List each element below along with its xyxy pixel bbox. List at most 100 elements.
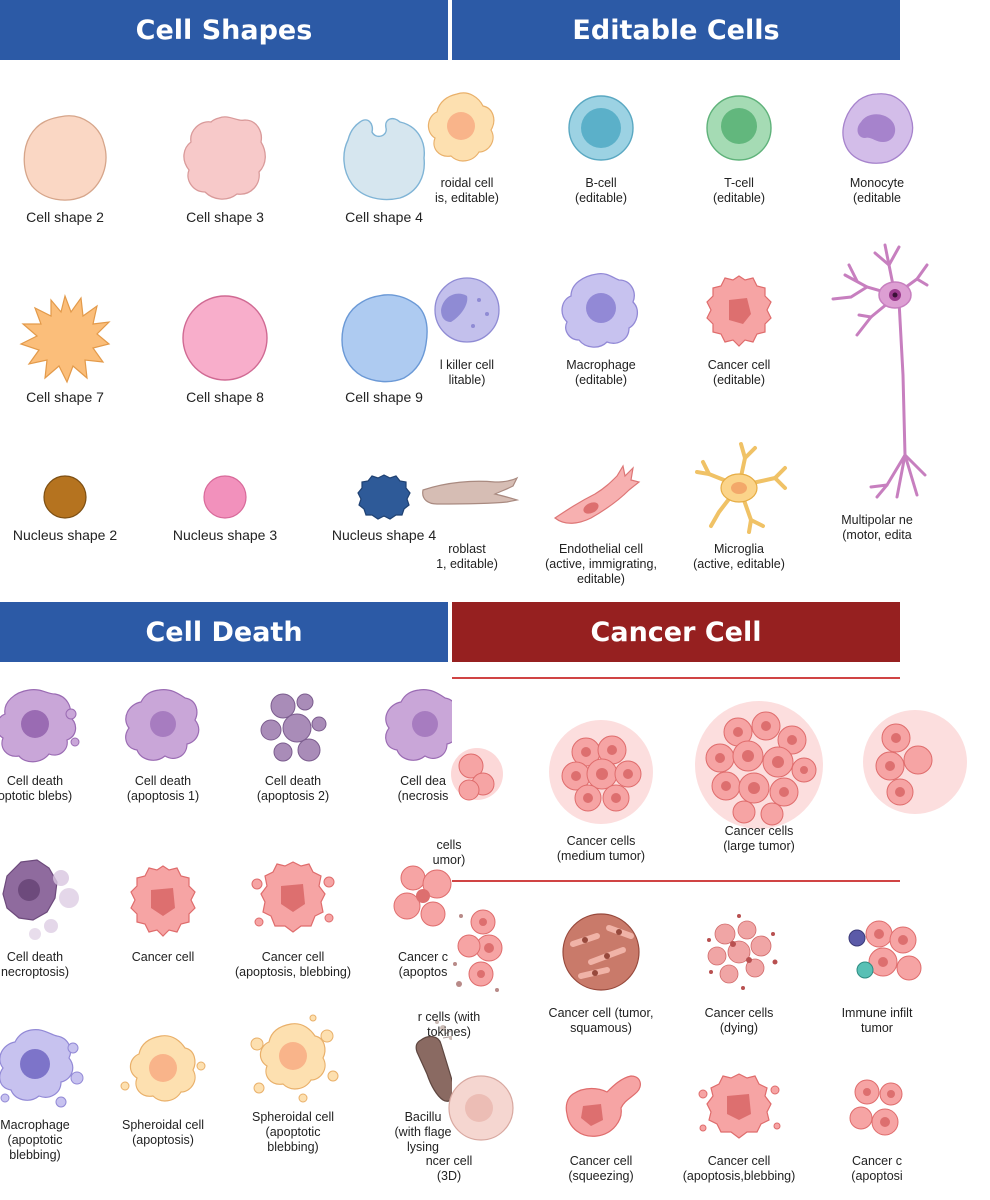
spheroidal-cell-item[interactable]: roidal cell is, editable) <box>392 88 542 206</box>
cancer-cell-icon <box>130 865 196 937</box>
panel-title: Cancer Cell <box>590 616 762 648</box>
cancer-cells-large-tumor[interactable]: Cancer cells (large tumor) <box>684 698 834 854</box>
cancer-cells-tumor-partial[interactable] <box>840 702 990 822</box>
cell-shape-7[interactable]: Cell shape 7 <box>0 292 140 405</box>
item-label: Cancer c (apoptosi <box>851 1154 903 1183</box>
item-label: Cancer cell (tumor, squamous) <box>548 1006 654 1035</box>
spheroidal-cell-icon <box>427 92 495 162</box>
item-label: r cells (with tokines) <box>417 1010 481 1039</box>
cancer-cells-dying[interactable]: Cancer cells (dying) <box>664 900 814 1036</box>
cancer-cell-tumor-squamous[interactable]: Cancer cell (tumor, squamous) <box>526 900 676 1036</box>
item-label: T-cell (editable) <box>712 176 766 205</box>
item-label: Monocyte (editable <box>849 176 905 205</box>
cell-death-header: Cell Death <box>0 602 448 662</box>
item-label: Cancer c (apoptos <box>397 950 449 979</box>
cancer-cell-header: Cancer Cell <box>452 602 900 662</box>
bacillus-lysing[interactable]: Bacillu (with flage lysing <box>348 1014 498 1155</box>
item-label: Cell dea (necrosis <box>397 774 449 803</box>
item-label: Nucleus shape 4 <box>331 527 437 543</box>
cell-death-apoptosis-1[interactable]: Cell death (apoptosis 1) <box>88 684 238 804</box>
microglia-item[interactable]: Microglia (active, editable) <box>664 438 814 572</box>
necrosis-cell-icon <box>385 689 460 761</box>
immune-infiltrated-tumor[interactable]: Immune infilt tumor <box>802 900 952 1036</box>
item-label: Cancer cells (medium tumor) <box>556 834 646 863</box>
b-cell-icon <box>568 95 634 161</box>
t-cell-item[interactable]: T-cell (editable) <box>664 88 814 206</box>
b-cell-item[interactable]: B-cell (editable) <box>526 88 676 206</box>
cell-death-apoptotic-blebs[interactable]: Cell death optotic blebs) <box>0 684 110 804</box>
cancer-cell-apoptosis[interactable]: Cancer c (apoptos <box>348 854 498 980</box>
multipolar-neuron-item[interactable]: Multipolar ne (motor, edita <box>802 235 952 543</box>
item-label: Spheroidal cell (apoptotic blebbing) <box>252 1110 334 1154</box>
item-label: Cancer cells (dying) <box>704 1006 774 1035</box>
cell-shape-4[interactable]: Cell shape 4 <box>309 112 459 225</box>
cell-shape-8-icon <box>182 295 268 381</box>
cell-shape-8[interactable]: Cell shape 8 <box>150 292 300 405</box>
blebbing-macrophage-icon <box>0 1029 84 1108</box>
cancer-cell-3d[interactable]: ncer cell (3D) <box>374 1068 524 1184</box>
item-label: Cell shape 3 <box>186 209 264 225</box>
panel-title: Cell Shapes <box>135 14 313 46</box>
cell-shape-3[interactable]: Cell shape 3 <box>150 112 300 225</box>
item-label: Cell shape 2 <box>26 209 104 225</box>
item-label: Microglia (active, editable) <box>693 542 785 571</box>
microglia-icon <box>695 442 787 534</box>
editable-cells-header: Editable Cells <box>452 0 900 60</box>
item-label: Cell death (apoptosis 2) <box>256 774 330 803</box>
panel-title: Cell Death <box>145 616 303 648</box>
macrophage-apoptotic-blebbing[interactable]: Macrophage (apoptotic blebbing) <box>0 1022 110 1163</box>
nucleus-shape-4[interactable]: Nucleus shape 4 <box>309 472 459 543</box>
item-label: Multipolar ne (motor, edita <box>841 513 913 542</box>
item-label: Nucleus shape 2 <box>12 527 118 543</box>
nucleus-shape-3[interactable]: Nucleus shape 3 <box>150 472 300 543</box>
cancer-cells-medium-tumor[interactable]: Cancer cells (medium tumor) <box>526 714 676 864</box>
cell-shapes-panel: Cell Shapes Cell shape 2 Cell shape 3 Ce… <box>0 0 448 595</box>
apoptosis-cancer-cell-icon <box>393 865 452 927</box>
cancer-cell-apoptosis-blebbing[interactable]: Cancer cell (apoptosis,blebbing) <box>664 1068 814 1184</box>
spheroidal-cell-apoptotic-blebbing[interactable]: Spheroidal cell (apoptotic blebbing) <box>218 1014 368 1155</box>
macrophage-item[interactable]: Macrophage (editable) <box>526 270 676 388</box>
immune-infiltrated-tumor-icon <box>848 920 922 981</box>
natural-killer-cell-item[interactable]: l killer cell litable) <box>392 270 542 388</box>
item-label: cells umor) <box>432 838 466 867</box>
cell-shapes-header: Cell Shapes <box>0 0 448 60</box>
apoptotic-blebs-cell-icon <box>0 688 80 763</box>
cancer-cell-death-item[interactable]: Cancer cell <box>88 860 238 965</box>
endothelial-cell-icon <box>553 464 641 524</box>
item-label: Cell death necroptosis) <box>0 950 70 979</box>
item-label: Cell death (apoptosis 1) <box>126 774 200 803</box>
cancer-cells-with-cytokines[interactable]: r cells (with tokines) <box>374 894 524 1040</box>
cancer-cell-3d-icon <box>448 1075 514 1141</box>
cell-death-necroptosis[interactable]: Cell death necroptosis) <box>0 854 110 980</box>
cancer-cells-small-tumor[interactable]: cells umor) <box>374 722 524 868</box>
tumor-partial-icon <box>863 710 967 814</box>
large-tumor-icon <box>695 701 823 829</box>
multipolar-neuron-icon <box>831 243 929 499</box>
cell-shape-9[interactable]: Cell shape 9 <box>309 292 459 405</box>
monocyte-item[interactable]: Monocyte (editable <box>802 88 952 206</box>
cancer-cell-apoptosis-blebbing[interactable]: Cancer cell (apoptosis, blebbing) <box>218 854 368 980</box>
fibroblast-item[interactable]: roblast 1, editable) <box>392 460 542 572</box>
cancer-cell-apoptosis[interactable]: Cancer c (apoptosi <box>802 1068 952 1184</box>
fibroblast-icon <box>422 476 520 505</box>
bacillus-icon <box>415 1020 470 1102</box>
squeezing-cancer-cell-icon <box>565 1075 641 1137</box>
item-label: Cancer cell (apoptosis, blebbing) <box>234 950 352 979</box>
cell-shape-9-icon <box>341 294 428 383</box>
macrophage-icon <box>561 272 639 348</box>
cancer-cell-item[interactable]: Cancer cell (editable) <box>664 270 814 388</box>
endothelial-cell-item[interactable]: Endothelial cell (active, immigrating, e… <box>526 460 676 587</box>
cell-death-necrosis[interactable]: Cell dea (necrosis <box>348 684 498 804</box>
cancer-cell-squeezing[interactable]: Cancer cell (squeezing) <box>526 1068 676 1184</box>
cell-death-apoptosis-2[interactable]: Cell death (apoptosis 2) <box>218 684 368 804</box>
nucleus-shape-2[interactable]: Nucleus shape 2 <box>0 472 140 543</box>
item-label: Cancer cell (editable) <box>707 358 771 387</box>
apoptosis-cancer-cell-icon <box>849 1079 903 1136</box>
nucleus-shape-2-icon <box>43 475 87 519</box>
blebbing-cancer-cell-icon <box>698 1073 781 1139</box>
item-label: roidal cell is, editable) <box>435 176 499 205</box>
item-label: roblast 1, editable) <box>436 542 498 571</box>
medium-tumor-icon <box>549 720 653 824</box>
cell-shape-2[interactable]: Cell shape 2 <box>0 112 140 225</box>
spheroidal-cell-apoptosis[interactable]: Spheroidal cell (apoptosis) <box>88 1028 238 1148</box>
